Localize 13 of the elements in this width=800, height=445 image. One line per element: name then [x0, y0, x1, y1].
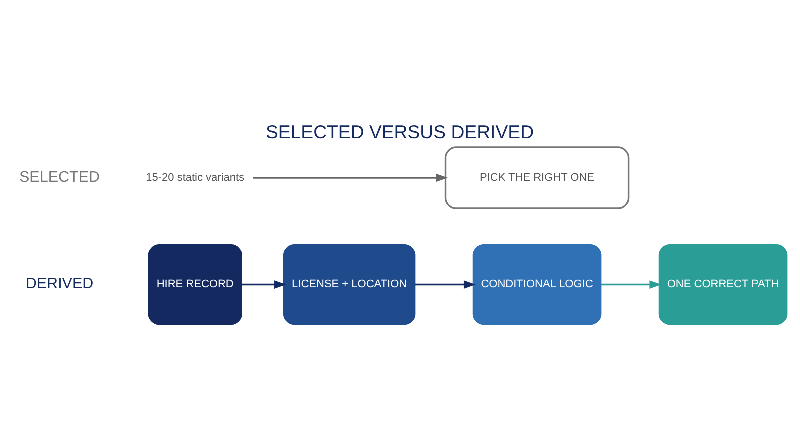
node-box: HIRE RECORD [148, 244, 242, 326]
arrow [415, 280, 476, 289]
node-box: PICK THE RIGHT ONE [444, 146, 630, 210]
node-box: LICENSE + LOCATION [283, 244, 416, 326]
diagram-title: SELECTED VERSUS DERIVED [266, 122, 534, 143]
node-box: CONDITIONAL LOGIC [472, 244, 602, 326]
arrow [242, 280, 286, 289]
arrow [601, 280, 662, 289]
node-text: 15-20 static variants [146, 172, 245, 184]
node-box: ONE CORRECT PATH [658, 244, 788, 326]
label: DERIVED [26, 276, 94, 293]
label: SELECTED [20, 168, 100, 186]
arrow [254, 174, 448, 182]
